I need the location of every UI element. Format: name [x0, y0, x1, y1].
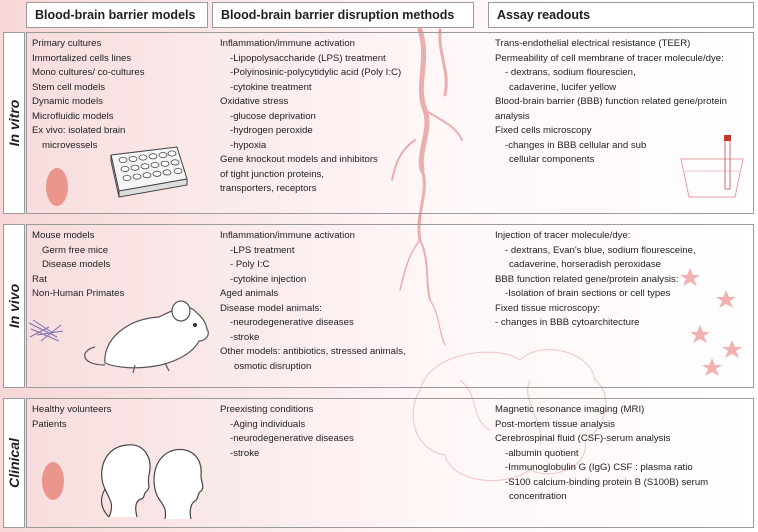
in-vitro-disruption: Inflammation/immune activation -Lipopoly…	[220, 37, 401, 197]
header-readouts: Assay readouts	[488, 2, 754, 28]
list-item: cadaverine, horseradish peroxidase	[509, 259, 661, 270]
list-item: -neurodegenerative diseases	[230, 433, 354, 444]
in-vitro-readouts: Trans-endothelial electrical resistance …	[495, 37, 727, 168]
clinical-readouts: Magnetic resonance imaging (MRI) Post-mo…	[495, 403, 708, 505]
list-item: Preexisting conditions	[220, 404, 314, 415]
list-item: -glucose deprivation	[230, 110, 316, 122]
list-item: Permeability of cell membrane of tracer …	[495, 52, 724, 64]
cell-icon	[42, 462, 64, 500]
list-item: Patients	[32, 418, 67, 430]
list-item: concentration	[509, 491, 567, 502]
mouse-icon	[84, 300, 209, 374]
list-item: -Lipopolysaccharide (LPS) treatment	[230, 52, 386, 64]
in-vivo-disruption: Inflammation/immune activation -LPS trea…	[220, 229, 406, 374]
list-item: Other models: antibiotics, stressed anim…	[220, 346, 406, 357]
list-item: -cytokine treatment	[230, 81, 312, 93]
panel-in-vitro: Primary cultures Immortalized cells line…	[26, 32, 754, 214]
cell-icon	[46, 168, 68, 206]
list-item: Non-Human Primates	[32, 288, 125, 299]
list-item: -cytokine injection	[230, 273, 307, 285]
list-item: -Aging individuals	[230, 418, 306, 430]
list-item: Mono cultures/ co-cultures	[32, 67, 145, 78]
list-item: of tight junction proteins,	[220, 168, 324, 180]
list-item: - changes in BBB cytoarchitecture	[495, 317, 640, 328]
blood-vessel-icon	[391, 27, 463, 346]
list-item: Inflammation/immune activation	[220, 230, 355, 241]
list-item: Mouse models	[32, 230, 95, 241]
list-item: osmotic disruption	[234, 360, 312, 372]
list-item: microvessels	[42, 139, 98, 151]
list-item: -S100 calcium-binding protein B (S100B) …	[505, 476, 709, 488]
panel-clinical: Healthy volunteers Patients Preexisting …	[26, 398, 754, 528]
list-item: Aged animals	[220, 288, 279, 299]
in-vivo-readouts: Injection of tracer molecule/dye: - dext…	[495, 229, 696, 331]
female-head-icon	[100, 444, 151, 518]
panel-in-vivo: Mouse models Germ free mice Disease mode…	[26, 224, 754, 388]
list-item: cadaverine, lucifer yellow	[509, 81, 617, 93]
header-disruption: Blood-brain barrier disruption methods	[212, 2, 474, 28]
list-item: BBB function related gene/protein analys…	[495, 273, 679, 285]
list-item: Cerebrospinal fluid (CSF)-serum analysis	[495, 433, 671, 444]
list-item: -albumin quotient	[505, 447, 579, 459]
row-label-in-vitro: In vitro	[3, 32, 25, 214]
list-item: Immortalized cells lines	[32, 52, 132, 64]
list-item: -neurodegenerative diseases	[230, 317, 354, 328]
brain-icon	[412, 349, 607, 482]
list-item: Germ free mice	[42, 244, 109, 256]
list-item: Post-mortem tissue analysis	[495, 418, 615, 430]
list-item: Disease model animals:	[220, 302, 322, 314]
list-item: Gene knockout models and inhibitors	[220, 154, 378, 165]
test-tube-icon	[680, 135, 744, 198]
list-item: - dextrans, sodium flourescien,	[505, 67, 636, 78]
list-item: -Polyinosinic-polycytidylic acid (Poly I…	[230, 67, 402, 78]
star-icon	[680, 268, 742, 376]
clinical-models: Healthy volunteers Patients	[32, 403, 111, 432]
list-item: cellular components	[509, 154, 595, 165]
list-item: Microfluidic models	[32, 110, 114, 122]
list-item: -hypoxia	[230, 139, 267, 151]
list-item: -changes in BBB cellular and sub	[505, 139, 647, 151]
list-item: Injection of tracer molecule/dye:	[495, 230, 631, 241]
in-vitro-models: Primary cultures Immortalized cells line…	[32, 37, 145, 153]
list-item: Rat	[32, 273, 47, 285]
list-item: Trans-endothelial electrical resistance …	[495, 38, 691, 49]
neuron-icon	[28, 319, 64, 342]
list-item: transporters, receptors	[220, 183, 317, 194]
list-item: - Poly I:C	[230, 259, 270, 270]
list-item: Healthy volunteers	[32, 404, 112, 415]
list-item: Fixed tissue microscopy:	[495, 302, 601, 314]
list-item: Stem cell models	[32, 81, 106, 93]
row-label-clinical: Clinical	[3, 398, 25, 528]
well-plate-icon	[110, 146, 188, 198]
list-item: Primary cultures	[32, 38, 102, 49]
list-item: -stroke	[230, 447, 260, 459]
list-item: -stroke	[230, 331, 260, 343]
male-head-icon	[153, 448, 204, 520]
list-item: Magnetic resonance imaging (MRI)	[495, 404, 645, 415]
list-item: Oxidative stress	[220, 96, 289, 107]
list-item: Disease models	[42, 259, 111, 270]
list-item: -LPS treatment	[230, 244, 295, 256]
list-item: -Immunoglobulin G (IgG) CSF : plasma rat…	[505, 462, 693, 473]
in-vivo-models: Mouse models Germ free mice Disease mode…	[32, 229, 124, 302]
list-item: Fixed cells microscopy	[495, 125, 592, 136]
list-item: -hydrogen peroxide	[230, 125, 313, 136]
list-item: Dynamic models	[32, 96, 103, 107]
header-models: Blood-brain barrier models	[26, 2, 208, 28]
list-item: - dextrans, Evan's blue, sodium flouresc…	[505, 244, 696, 256]
list-item: Ex vivo: isolated brain	[32, 125, 126, 136]
list-item: analysis	[495, 110, 530, 122]
list-item: Blood-brain barrier (BBB) function relat…	[495, 96, 727, 107]
list-item: -Isolation of brain sections or cell typ…	[505, 288, 671, 299]
clinical-disruption: Preexisting conditions -Aging individual…	[220, 403, 354, 461]
row-label-in-vivo: In vivo	[3, 224, 25, 388]
list-item: Inflammation/immune activation	[220, 38, 355, 49]
